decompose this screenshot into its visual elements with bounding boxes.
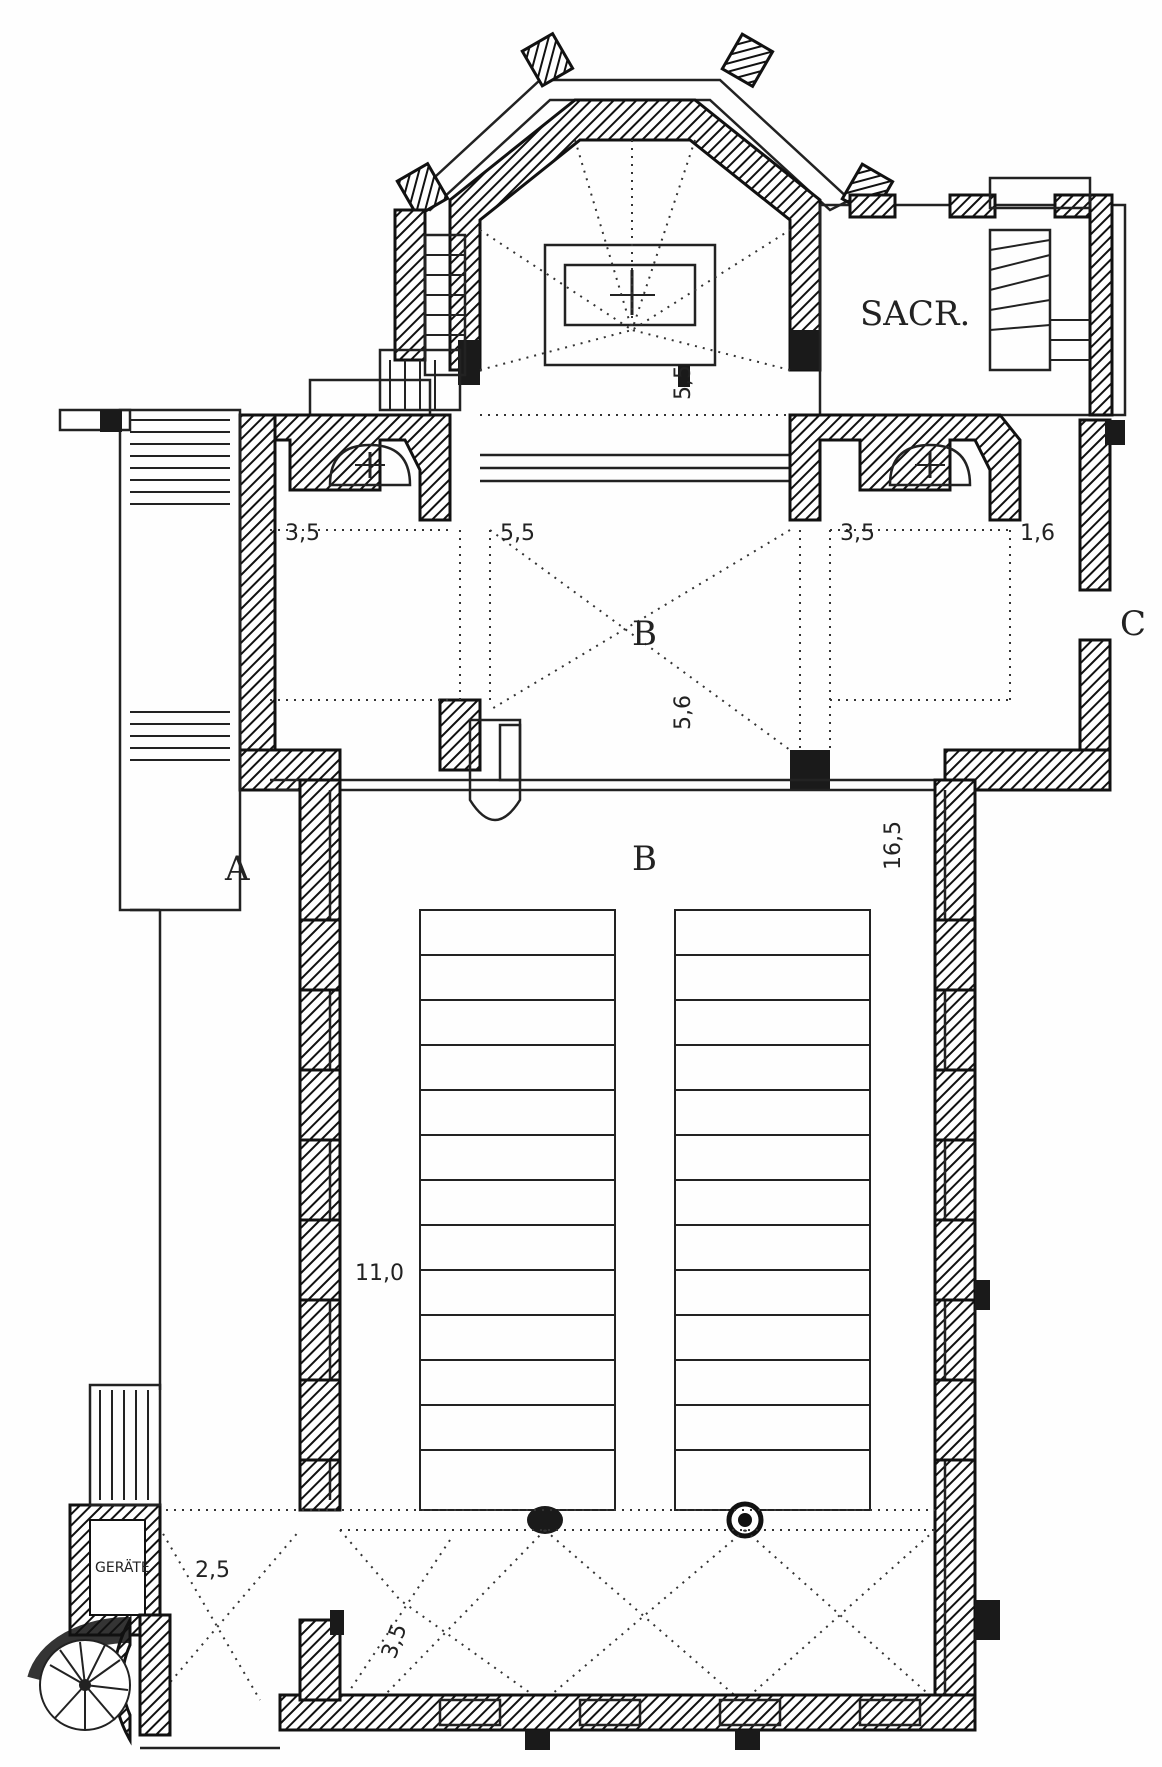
apse-left-stair: [308, 208, 467, 422]
sacristy: SACR.: [818, 176, 1127, 417]
storage-room: GERÄTE: [68, 1383, 172, 1737]
dim-right-chapel: 3,5: [840, 521, 875, 546]
area-a-label: A: [224, 849, 250, 889]
dim-right-wall: 1,6: [1020, 521, 1055, 546]
storage-label: GERÄTE: [95, 1558, 150, 1576]
transept: [238, 413, 1125, 822]
nave: [298, 778, 1000, 1732]
dim-nave-length: 16,5: [881, 821, 906, 870]
dim-left-chapel: 3,5: [285, 521, 320, 546]
area-b-upper-label: B: [632, 614, 657, 654]
narthex: [70, 1509, 977, 1750]
pew-block-right: [674, 909, 871, 1511]
dim-storage-width: 2,5: [195, 1558, 230, 1583]
dim-crossing-depth: 5,6: [671, 695, 696, 730]
sacristy-stair: [988, 228, 1090, 372]
dim-narthex-depth: 3,5: [377, 1621, 412, 1662]
dim-nave-width: 11,0: [355, 1261, 404, 1286]
left-external-stair: [58, 408, 242, 1390]
area-c-label: C: [1120, 604, 1146, 644]
spiral-stair: [27, 1614, 132, 1746]
pew-block-left: [419, 909, 616, 1511]
area-b-lower-label: B: [632, 839, 657, 879]
sacristy-label: SACR.: [860, 294, 970, 334]
dim-crossing-left: 5,5: [500, 521, 535, 546]
dim-chancel-step: 5,5: [671, 365, 696, 400]
